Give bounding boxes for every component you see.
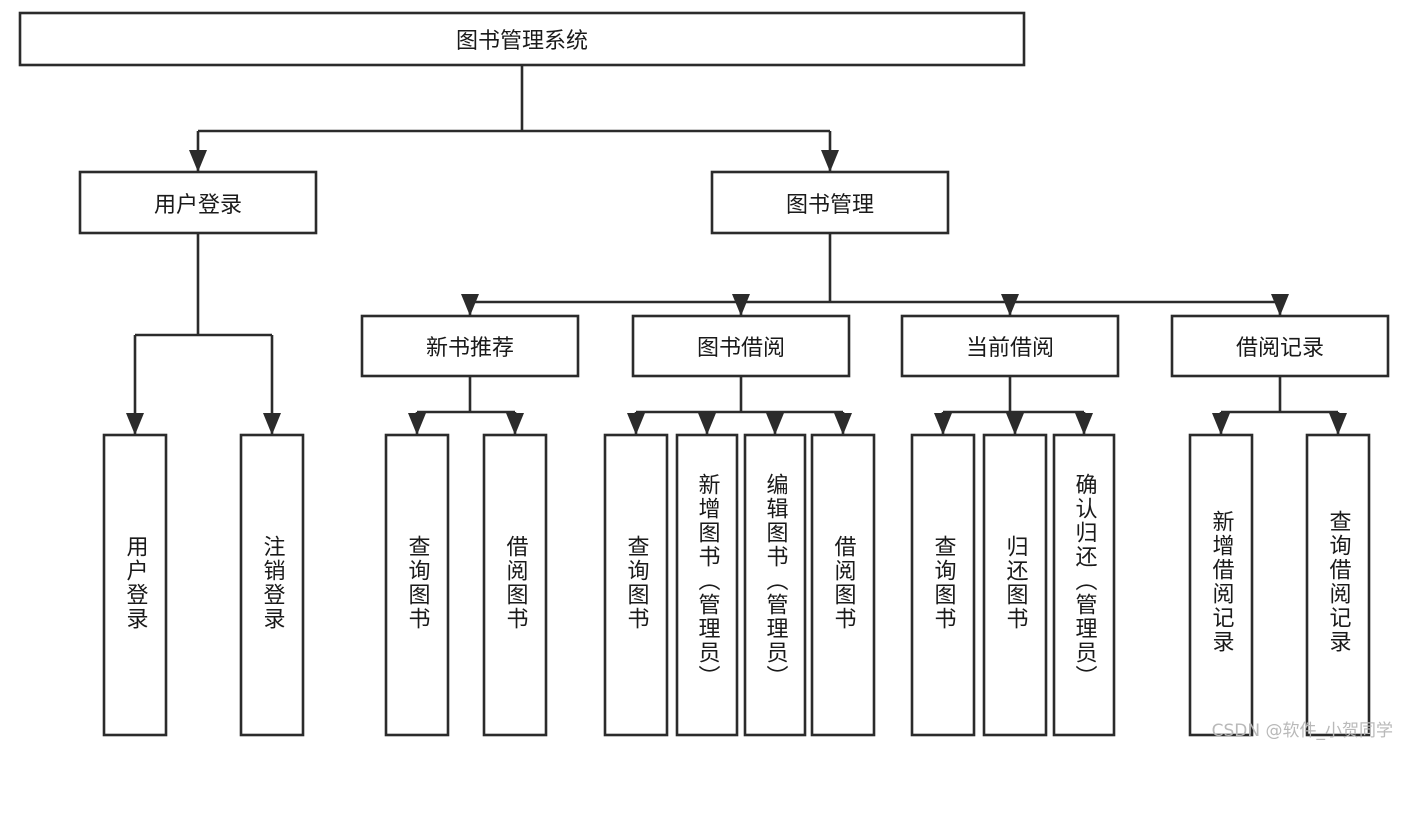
node-box-book-borrow[interactable] [631,314,851,378]
connector-user_login_to_leaves [126,233,281,435]
arrow-head-icon [698,413,716,435]
arrow-head-icon [1212,413,1230,435]
node-box-leaf-borrow-book-2[interactable] [810,433,876,737]
connector-root_to_level2 [189,65,839,172]
node-box-leaf-borrow-book-1[interactable] [482,433,548,737]
node-box-new-book-recommend[interactable] [360,314,580,378]
arrow-head-icon [934,413,952,435]
node-box-current-borrow[interactable] [900,314,1120,378]
node-box-book-manage[interactable] [710,170,950,235]
arrow-head-icon [1075,413,1093,435]
node-box-leaf-logout-login[interactable] [239,433,305,737]
arrow-head-icon [189,150,207,172]
arrow-head-icon [506,413,524,435]
arrow-head-icon [1271,294,1289,316]
node-box-leaf-add-borrow-record[interactable] [1188,433,1254,737]
arrow-head-icon [766,413,784,435]
box-layer [18,11,1390,737]
node-box-leaf-user-login[interactable] [102,433,168,737]
node-box-leaf-confirm-return[interactable] [1052,433,1116,737]
node-box-leaf-add-book[interactable] [675,433,739,737]
node-box-leaf-query-book-2[interactable] [603,433,669,737]
node-box-leaf-query-book-1[interactable] [384,433,450,737]
arrow-head-icon [1006,413,1024,435]
arrow-head-icon [834,413,852,435]
connector-current_borrow_to_leaves [934,376,1093,435]
arrow-head-icon [627,413,645,435]
arrow-head-icon [126,413,144,435]
arrow-head-icon [821,150,839,172]
node-box-leaf-edit-book[interactable] [743,433,807,737]
connector-book_manage_to_level3 [461,233,1289,316]
node-box-leaf-query-borrow-record[interactable] [1305,433,1371,737]
connector-new_book_to_leaves [408,376,524,435]
flowchart-svg [18,11,1390,737]
arrow-head-icon [1001,294,1019,316]
arrow-head-icon [1329,413,1347,435]
node-box-user-login[interactable] [78,170,318,235]
csdn-watermark: CSDN @软件_小贺同学 [1211,721,1393,741]
node-box-leaf-return-book[interactable] [982,433,1048,737]
arrow-head-icon [461,294,479,316]
arrow-head-icon [732,294,750,316]
node-box-borrow-record[interactable] [1170,314,1390,378]
connector-layer [126,65,1347,435]
node-box-root[interactable] [18,11,1026,67]
arrow-head-icon [408,413,426,435]
diagram-canvas: 图书管理系统用户登录图书管理新书推荐图书借阅当前借阅借阅记录用户登录注销登录查询… [18,11,1393,741]
connector-book_borrow_to_leaves [627,376,852,435]
arrow-head-icon [263,413,281,435]
connector-borrow_record_to_leaves [1212,376,1347,435]
node-box-leaf-query-book-3[interactable] [910,433,976,737]
